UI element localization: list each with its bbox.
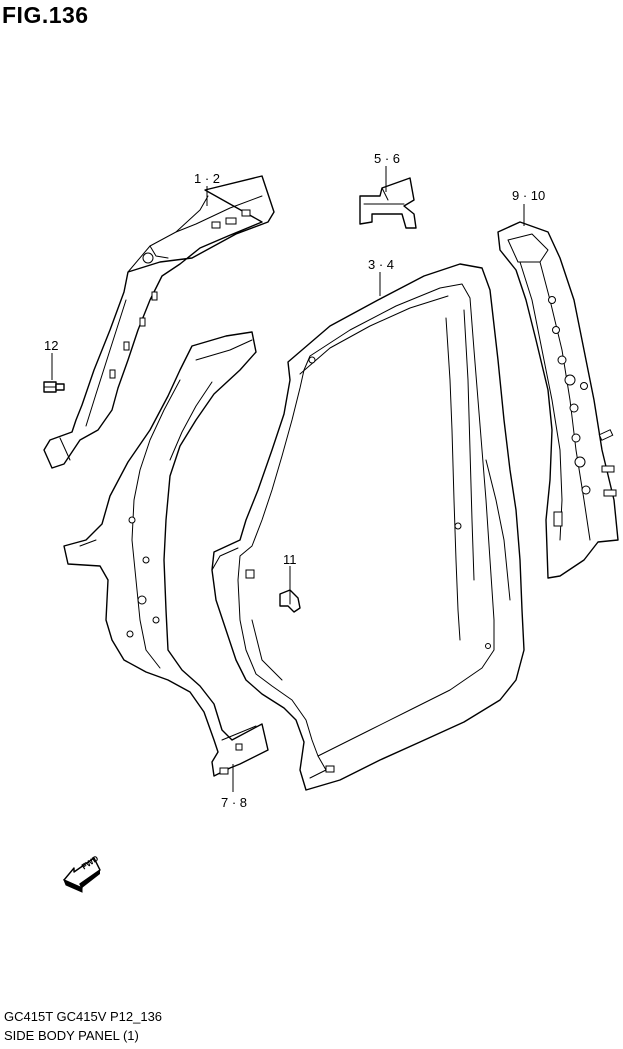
callout-7-8: 7 · 8 — [221, 795, 248, 810]
footer-model-line: GC415T GC415V P12_136 — [4, 1009, 163, 1024]
footer-section-title: SIDE BODY PANEL (1) — [4, 1028, 139, 1043]
part-3-4-side-body-frame — [211, 263, 525, 791]
callout-1-2: 1 · 2 — [194, 171, 221, 186]
callout-5-6: 5 · 6 — [374, 151, 401, 166]
part-5-6-bracket — [359, 177, 417, 229]
part-1-2-pillar-reinforcement — [43, 175, 275, 469]
fwd-arrow-icon — [63, 857, 101, 893]
callout-3-4: 3 · 4 — [368, 257, 395, 272]
callout-9-10: 9 · 10 — [512, 188, 546, 203]
part-9-10-b-pillar — [497, 221, 619, 579]
callout-12: 12 — [44, 338, 59, 353]
figure-title: FIG.136 — [2, 2, 89, 28]
part-11-clip — [279, 589, 301, 613]
part-12-bolt — [43, 381, 65, 393]
part-7-8-front-pillar — [63, 331, 269, 777]
callout-11: 11 — [283, 552, 297, 567]
